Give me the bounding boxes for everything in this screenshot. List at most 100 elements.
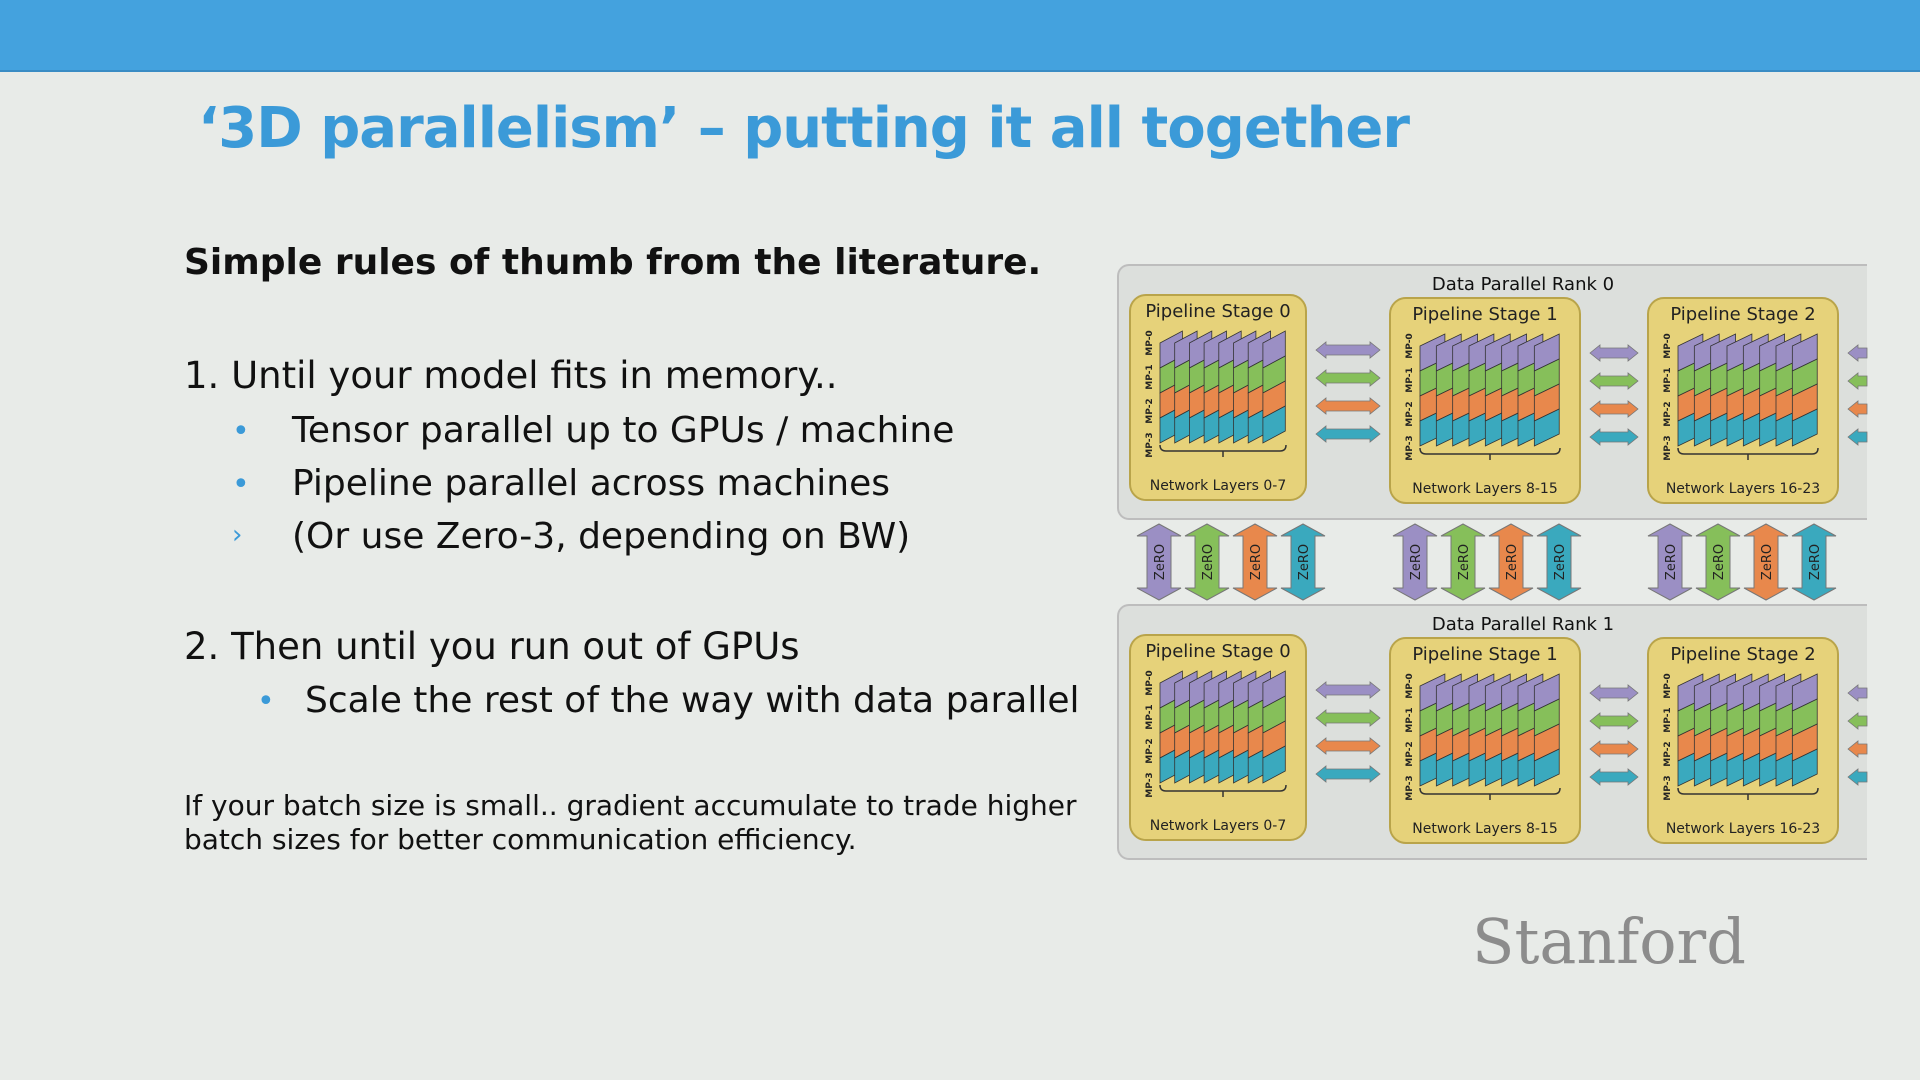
mp-label: MP-1	[1405, 367, 1415, 392]
pipeline-arrow	[1847, 400, 1868, 418]
top-bar	[0, 0, 1920, 72]
pipeline-arrow	[1315, 737, 1381, 755]
zero-label: ZeRO	[1553, 544, 1568, 580]
zero-label: ZeRO	[1664, 544, 1679, 580]
zero-label: ZeRO	[1760, 544, 1775, 580]
layer-slab	[1791, 748, 1818, 787]
layer-bracket	[1677, 447, 1819, 460]
layer-slab	[1791, 408, 1818, 447]
pipeline-arrow	[1589, 740, 1639, 758]
network-layers-label: Network Layers 16-23	[1666, 821, 1820, 837]
zero-label: ZeRO	[1409, 544, 1424, 580]
mp-label: MP-3	[1405, 775, 1415, 800]
rule1-bullet: Pipeline parallel across machines	[292, 463, 891, 504]
zero-arrow	[1695, 523, 1741, 601]
layer-bracket	[1419, 447, 1561, 460]
zero-label: ZeRO	[1808, 544, 1823, 580]
pipeline-arrow	[1847, 428, 1868, 446]
mp-label: MP-1	[1663, 367, 1673, 392]
network-layers-label: Network Layers 16-23	[1666, 481, 1820, 497]
layer-slab	[1262, 745, 1286, 784]
mp-label: MP-1	[1663, 707, 1673, 732]
zero-label: ZeRO	[1297, 544, 1312, 580]
network-layers-label: Network Layers 0-7	[1150, 478, 1287, 494]
stage-title: Pipeline Stage 2	[1670, 644, 1815, 665]
pipeline-arrow	[1847, 740, 1868, 758]
zero-label: ZeRO	[1505, 544, 1520, 580]
pipeline-arrow	[1589, 768, 1639, 786]
stage-title: Pipeline Stage 1	[1412, 304, 1557, 325]
stanford-logo: Stanford	[1472, 905, 1746, 978]
slide-title: ‘3D parallelism’ – putting it all togeth…	[198, 96, 1410, 161]
subtitle: Simple rules of thumb from the literatur…	[184, 242, 1042, 283]
rule2-bullet: Scale the rest of the way with data para…	[305, 680, 1080, 721]
mp-label: MP-0	[1145, 670, 1155, 695]
zero-arrow	[1280, 523, 1326, 601]
bullet-icon: •	[232, 467, 250, 502]
zero-arrow	[1392, 523, 1438, 601]
mp-label: MP-3	[1663, 435, 1673, 460]
pipeline-arrow	[1315, 709, 1381, 727]
stage-title: Pipeline Stage 1	[1412, 644, 1557, 665]
mp-label: MP-2	[1145, 738, 1155, 763]
layer-bracket	[1159, 784, 1287, 797]
pipeline-arrow	[1315, 681, 1381, 699]
mp-label: MP-3	[1145, 432, 1155, 457]
pipeline-arrow	[1847, 712, 1868, 730]
pipeline-stage-0: Pipeline Stage 0MP-3MP-2MP-1MP-0Network …	[1129, 634, 1307, 841]
mp-label: MP-2	[1663, 401, 1673, 426]
pipeline-stage-2: Pipeline Stage 2MP-3MP-2MP-1MP-0Network …	[1647, 297, 1839, 504]
mp-label: MP-2	[1405, 741, 1415, 766]
pipeline-arrow	[1589, 684, 1639, 702]
zero-label: ZeRO	[1153, 544, 1168, 580]
zero-label: ZeRO	[1457, 544, 1472, 580]
zero-arrow	[1232, 523, 1278, 601]
rank-label: Data Parallel Rank 0	[1431, 274, 1615, 295]
zero-arrow	[1791, 523, 1837, 601]
pipeline-arrow	[1589, 400, 1639, 418]
rule1-bullet: Tensor parallel up to GPUs / machine	[292, 410, 955, 451]
mp-label: MP-3	[1663, 775, 1673, 800]
pipeline-arrow	[1847, 684, 1868, 702]
mp-label: MP-0	[1663, 333, 1673, 358]
mp-label: MP-2	[1663, 741, 1673, 766]
network-layers-label: Network Layers 8-15	[1412, 821, 1557, 837]
pipeline-arrow	[1847, 372, 1868, 390]
pipeline-arrow	[1847, 344, 1868, 362]
chevron-icon: ›	[232, 520, 243, 550]
zero-arrow	[1743, 523, 1789, 601]
layer-slab	[1262, 405, 1286, 444]
pipeline-arrow	[1315, 765, 1381, 783]
pipeline-arrow	[1847, 768, 1868, 786]
layer-bracket	[1677, 787, 1819, 800]
mp-label: MP-0	[1145, 330, 1155, 355]
zero-label: ZeRO	[1201, 544, 1216, 580]
zero-arrow	[1488, 523, 1534, 601]
mp-label: MP-3	[1405, 435, 1415, 460]
layer-bracket	[1419, 787, 1561, 800]
layer-bracket	[1159, 444, 1287, 457]
mp-label: MP-0	[1405, 673, 1415, 698]
network-layers-label: Network Layers 0-7	[1150, 818, 1287, 834]
rule2-heading: 2. Then until you run out of GPUs	[184, 625, 800, 668]
pipeline-arrow	[1315, 425, 1381, 443]
zero-arrow	[1647, 523, 1693, 601]
pipeline-stage-2: Pipeline Stage 2MP-3MP-2MP-1MP-0Network …	[1647, 637, 1839, 844]
pipeline-arrow	[1315, 397, 1381, 415]
pipeline-arrow	[1315, 341, 1381, 359]
mp-label: MP-2	[1145, 398, 1155, 423]
pipeline-stage-1: Pipeline Stage 1MP-3MP-2MP-1MP-0Network …	[1389, 637, 1581, 844]
pipeline-arrow	[1589, 428, 1639, 446]
stage-title: Pipeline Stage 0	[1145, 301, 1290, 322]
pipeline-arrow	[1589, 712, 1639, 730]
pipeline-arrow	[1589, 372, 1639, 390]
pipeline-stage-1: Pipeline Stage 1MP-3MP-2MP-1MP-0Network …	[1389, 297, 1581, 504]
mp-label: MP-2	[1405, 401, 1415, 426]
note-line: If your batch size is small.. gradient a…	[184, 789, 1077, 822]
mp-label: MP-1	[1145, 704, 1155, 729]
zero-arrow	[1184, 523, 1230, 601]
stage-title: Pipeline Stage 0	[1145, 641, 1290, 662]
pipeline-stage-0: Pipeline Stage 0MP-3MP-2MP-1MP-0Network …	[1129, 294, 1307, 501]
pipeline-arrow	[1315, 369, 1381, 387]
zero-arrow	[1136, 523, 1182, 601]
